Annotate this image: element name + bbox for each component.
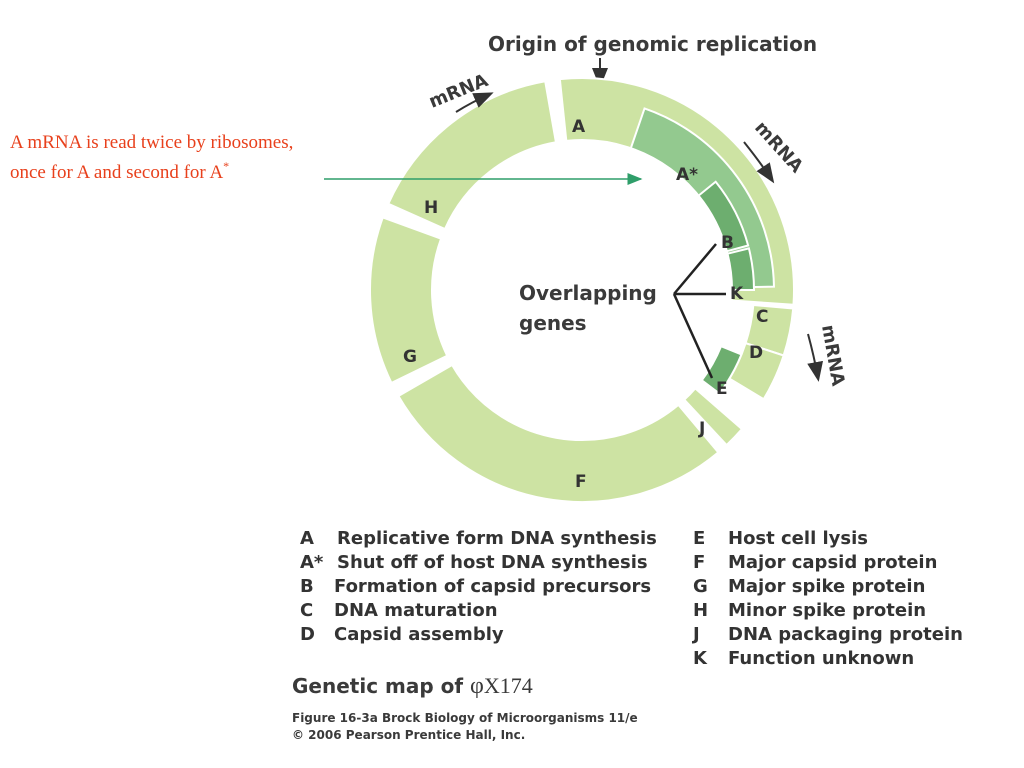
legend-key: C bbox=[300, 600, 313, 621]
gene-label-e: E bbox=[716, 379, 728, 399]
gene-segment-j bbox=[682, 386, 744, 447]
legend-description: Shut off of host DNA synthesis bbox=[337, 552, 648, 573]
connector-to-e bbox=[672, 293, 714, 379]
legend-key: K bbox=[693, 648, 708, 669]
legend-description: DNA packaging protein bbox=[728, 624, 963, 645]
overlap-connector-lines bbox=[672, 243, 726, 379]
mrna-label-right-lower: mRNA bbox=[807, 323, 848, 388]
legend-key: F bbox=[693, 552, 705, 573]
gene-segment-b bbox=[697, 180, 750, 253]
gene-ring bbox=[369, 77, 795, 503]
legend-description: Minor spike protein bbox=[728, 600, 926, 621]
legend-description: Formation of capsid precursors bbox=[334, 576, 651, 597]
legend-key: A* bbox=[300, 552, 324, 573]
legend-key: E bbox=[693, 528, 705, 549]
legend-description: Major capsid protein bbox=[728, 552, 937, 573]
gene-segment-k bbox=[726, 247, 756, 291]
gene-label-c: C bbox=[756, 307, 768, 327]
gene-label-d: D bbox=[749, 343, 763, 363]
mrna-arrow bbox=[743, 141, 775, 184]
annotation-line1: A mRNA is read twice by ribosomes, bbox=[10, 132, 293, 153]
caption-line2: © 2006 Pearson Prentice Hall, Inc. bbox=[292, 728, 525, 742]
mrna-arrow bbox=[807, 333, 824, 382]
gene-label-b: B bbox=[721, 233, 734, 253]
legend-key: B bbox=[300, 576, 314, 597]
caption-line1: Figure 16-3a Brock Biology of Microorgan… bbox=[292, 711, 638, 725]
mrna-text: mRNA bbox=[750, 117, 807, 177]
legend-key: J bbox=[691, 624, 700, 645]
mrna-text: mRNA bbox=[817, 323, 848, 387]
gene-segment-f bbox=[397, 363, 720, 503]
legend-description: Major spike protein bbox=[728, 576, 925, 597]
map-title: Genetic map of φX174 bbox=[292, 673, 533, 699]
gene-label-j: J bbox=[698, 419, 705, 439]
gene-label-a-star: A* bbox=[676, 165, 698, 185]
annotation-line2: once for A and second for A* bbox=[10, 159, 229, 183]
overlap-label-line2: genes bbox=[519, 311, 587, 335]
mrna-arrow bbox=[455, 92, 494, 113]
legend-description: Capsid assembly bbox=[334, 624, 504, 645]
legend-description: Host cell lysis bbox=[728, 528, 868, 549]
gene-label-f: F bbox=[575, 472, 587, 492]
legend-description: DNA maturation bbox=[334, 600, 498, 621]
gene-label-k: K bbox=[730, 284, 744, 304]
legend-key: D bbox=[300, 624, 315, 645]
legend-key: A bbox=[300, 528, 314, 549]
gene-segment-g bbox=[369, 216, 449, 385]
gene-segment-e bbox=[700, 344, 743, 395]
connector-to-b bbox=[673, 243, 717, 295]
legend-key: H bbox=[693, 600, 708, 621]
overlap-label-line1: Overlapping bbox=[519, 281, 657, 305]
legend-description: Replicative form DNA synthesis bbox=[337, 528, 657, 549]
legend-description: Function unknown bbox=[728, 648, 914, 669]
gene-label-a: A bbox=[572, 117, 586, 137]
origin-title: Origin of genomic replication bbox=[488, 32, 817, 56]
gene-label-h: H bbox=[424, 198, 438, 218]
gene-label-g: G bbox=[403, 347, 417, 367]
legend-key: G bbox=[693, 576, 708, 597]
gene-segment-h bbox=[387, 80, 558, 231]
